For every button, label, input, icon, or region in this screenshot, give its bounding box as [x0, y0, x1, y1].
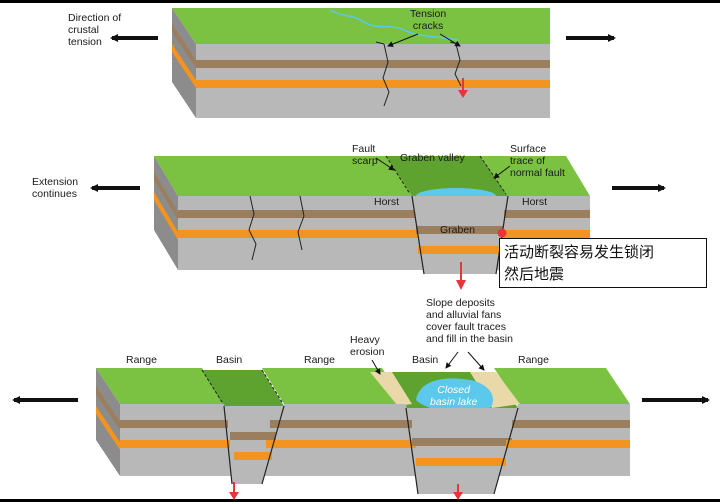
panel1-brown-layer: [196, 60, 550, 68]
panel1-orange-layer: [196, 80, 550, 88]
panel3-basin2-orange: [416, 458, 506, 466]
panel3-basin1-brown: [230, 432, 276, 440]
slope-deposits-leader-left: [445, 351, 459, 369]
tension-cracks-label: Tension cracks: [410, 8, 447, 32]
annotation-note: 活动断裂容易发生锁闭 然后地震: [499, 238, 707, 288]
panel1-surface: [172, 8, 550, 44]
panel2-graben-surface: [386, 156, 508, 196]
panel3-basin1-orange: [234, 452, 272, 460]
panel2-crack-2: [297, 195, 305, 251]
surface-trace-leader: [493, 165, 511, 179]
extension-continues-label: Extension continues: [32, 176, 79, 200]
panel1-stress-arrow-head: [458, 90, 468, 98]
panel3-range1-brown: [120, 420, 228, 428]
slope-deposits-leader-right: [467, 351, 485, 371]
fault-scarp-label: Fault scarp: [352, 143, 378, 167]
basin-2-label: Basin: [412, 354, 439, 366]
direction-of-tension-label: Direction of crustal tension: [68, 12, 122, 48]
panel3-trace-2: [261, 369, 283, 403]
panel2-right-orange-layer: [502, 230, 590, 238]
panel3-basin1-surface: [202, 370, 284, 406]
panel2-horst-left-surface: [154, 156, 412, 196]
panel3-range3-surface: [494, 368, 630, 404]
bottom-border: [0, 499, 720, 502]
panel2-graben-front: [412, 196, 508, 274]
panel3-slope-deposit-left: [370, 372, 412, 406]
panel1-crack-top-left: [375, 41, 385, 45]
panel2-fault-left: [411, 195, 425, 275]
graben-label: Graben: [440, 224, 476, 236]
panel3-range2-surface: [262, 368, 406, 404]
panel3-fault-4: [493, 407, 519, 495]
panel1-block: [110, 8, 616, 118]
panel2-left-brown-layer: [178, 210, 416, 218]
panel3-side-brown: [96, 386, 120, 430]
panel2-graben-orange-layer: [418, 246, 502, 254]
panel2-crack-1: [248, 195, 257, 261]
slope-deposits-label: Slope deposits and alluvial fans cover f…: [426, 297, 513, 345]
surface-trace-label: Surface trace of normal fault: [510, 143, 565, 179]
range-1-label: Range: [126, 354, 157, 366]
fault-scarp-leader: [375, 157, 395, 171]
top-border: [0, 0, 720, 3]
panel3-range1-orange: [120, 440, 230, 448]
panel3-fault-3: [405, 407, 419, 495]
panel3-stress-arrow-2-head: [453, 492, 463, 500]
panel3-stress-arrow-1-head: [229, 492, 239, 500]
panel2-horst-right-surface: [480, 156, 590, 196]
panel3-fault-1: [223, 405, 233, 485]
tension-cracks-leader-right: [439, 33, 461, 47]
panel3-range1-surface: [96, 368, 224, 404]
panel2-normal-fault-trace: [479, 155, 507, 195]
heavy-erosion-label: Heavy erosion: [350, 334, 385, 358]
panel3-basin2-front: [406, 408, 518, 494]
panel1-side-brown: [172, 24, 196, 68]
panel1-crack-right: [454, 43, 462, 87]
range-3-label: Range: [518, 354, 549, 366]
horst-right-label: Horst: [522, 196, 548, 208]
annotation-callout-dot: [497, 228, 507, 238]
panel3-basin2-brown: [412, 438, 512, 446]
panel3-fault-2: [261, 405, 285, 485]
panel3-range2-orange: [266, 440, 416, 448]
panel1-crack-left: [382, 43, 390, 107]
panel2-right-brown-layer: [504, 210, 590, 218]
panel2-side-orange: [154, 192, 178, 240]
panel2-graben-brown-layer: [416, 226, 504, 234]
tension-cracks-leader-left: [387, 33, 419, 47]
panel3-closed-lake: [416, 378, 494, 412]
panel2-stress-arrow-head: [456, 280, 466, 290]
range-2-label: Range: [304, 354, 335, 366]
panel3-trace-1: [201, 369, 223, 403]
panel1-side-orange: [172, 44, 196, 88]
panel3-slope-deposit-right: [470, 372, 520, 408]
graben-valley-label: Graben valley: [400, 152, 465, 164]
panel3-basin1-front: [224, 406, 284, 484]
panel3-side-orange: [96, 406, 120, 450]
basin-1-label: Basin: [216, 354, 243, 366]
panel3-block: [12, 351, 710, 500]
panel3-range3-orange: [506, 440, 630, 448]
closed-basin-lake-label: Closed basin lake: [430, 384, 478, 408]
heavy-erosion-leader: [371, 359, 381, 375]
panel3-range2-brown: [270, 420, 412, 428]
panel3-range3-brown: [512, 420, 630, 428]
panel1-stream: [329, 9, 459, 41]
panel2-scarp-trace: [385, 155, 411, 195]
panel2-side-brown: [154, 172, 178, 220]
horst-left-label: Horst: [374, 196, 400, 208]
